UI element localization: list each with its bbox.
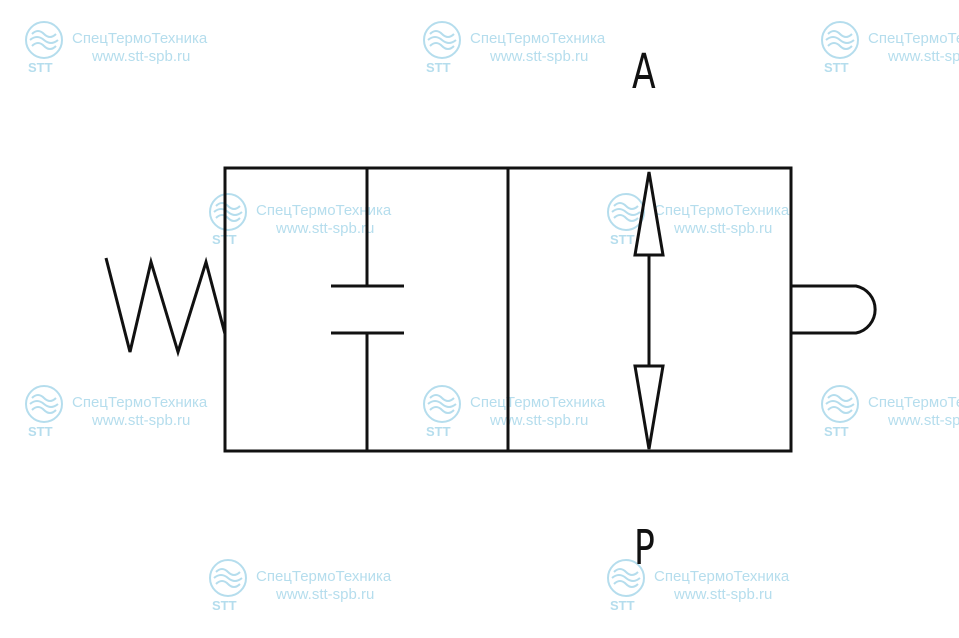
- watermark: STT СпецТермоТехника www.stt-spb.ru: [422, 384, 642, 444]
- flow-arrow-up-icon: [633, 171, 665, 257]
- stt-logo-icon: [423, 385, 461, 423]
- port-label-a: A: [632, 44, 656, 100]
- watermark: STT СпецТермоТехника www.stt-spb.ru: [820, 384, 959, 444]
- watermark: STT СпецТермоТехника www.stt-spb.ru: [24, 20, 244, 80]
- watermark: STT СпецТермоТехника www.stt-spb.ru: [208, 558, 428, 618]
- stt-logo-icon: [423, 21, 461, 59]
- stt-logo-icon: [209, 193, 247, 231]
- watermark: STT СпецТермоТехника www.stt-spb.ru: [606, 558, 826, 618]
- flow-arrow-down-icon: [633, 364, 665, 450]
- watermark: STT СпецТермоТехника www.stt-spb.ru: [422, 20, 642, 80]
- stt-logo-icon: [821, 385, 859, 423]
- watermark: STT СпецТермоТехника www.stt-spb.ru: [606, 192, 826, 252]
- stt-logo-icon: [607, 559, 645, 597]
- port-label-p: P: [634, 520, 655, 576]
- stt-logo-icon: [821, 21, 859, 59]
- push-button-actuator-icon: [791, 284, 877, 335]
- watermark: STT СпецТермоТехника www.stt-spb.ru: [24, 384, 244, 444]
- watermark: STT СпецТермоТехника www.stt-spb.ru: [820, 20, 959, 80]
- spring-icon: [104, 256, 227, 358]
- stt-logo-icon: [209, 559, 247, 597]
- stt-logo-icon: [25, 21, 63, 59]
- stt-logo-icon: [25, 385, 63, 423]
- stt-logo-icon: [607, 193, 645, 231]
- watermark: STT СпецТермоТехника www.stt-spb.ru: [208, 192, 428, 252]
